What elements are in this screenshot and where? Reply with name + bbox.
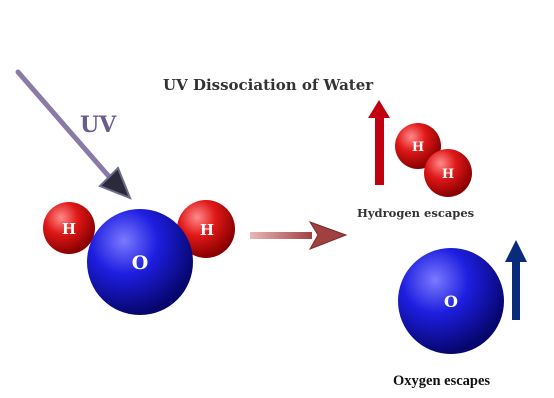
oxygen-escape-arrow [505,240,527,320]
hydrogen-atom-left [43,202,95,254]
oxygen-symbol-free: O [444,292,458,311]
hydrogen-symbol-bottom: H [442,167,454,182]
oxygen-escapes-caption: Oxygen escapes [393,373,491,389]
hydrogen-escape-arrow [368,100,390,185]
hydrogen-symbol-right: H [200,221,214,239]
water-molecule: H H O [43,200,235,315]
hydrogen-escapes-caption: Hydrogen escapes [357,206,475,220]
uv-arrow [15,69,132,200]
hydrogen-symbol-top: H [412,140,424,155]
hydrogen-molecule: H H [395,123,472,197]
oxygen-symbol: O [132,252,149,274]
hydrogen-atom-right [177,200,235,258]
oxygen-atom-free [398,248,504,354]
hydrogen-atom-bottom [424,149,472,197]
oxygen-escaped: O [398,248,504,354]
oxygen-atom [87,209,193,315]
diagram-title: UV Dissociation of Water [163,76,374,94]
reaction-arrow [250,221,348,250]
hydrogen-atom-top [395,123,441,169]
hydrogen-symbol-left: H [62,220,76,238]
uv-label: UV [80,112,117,138]
